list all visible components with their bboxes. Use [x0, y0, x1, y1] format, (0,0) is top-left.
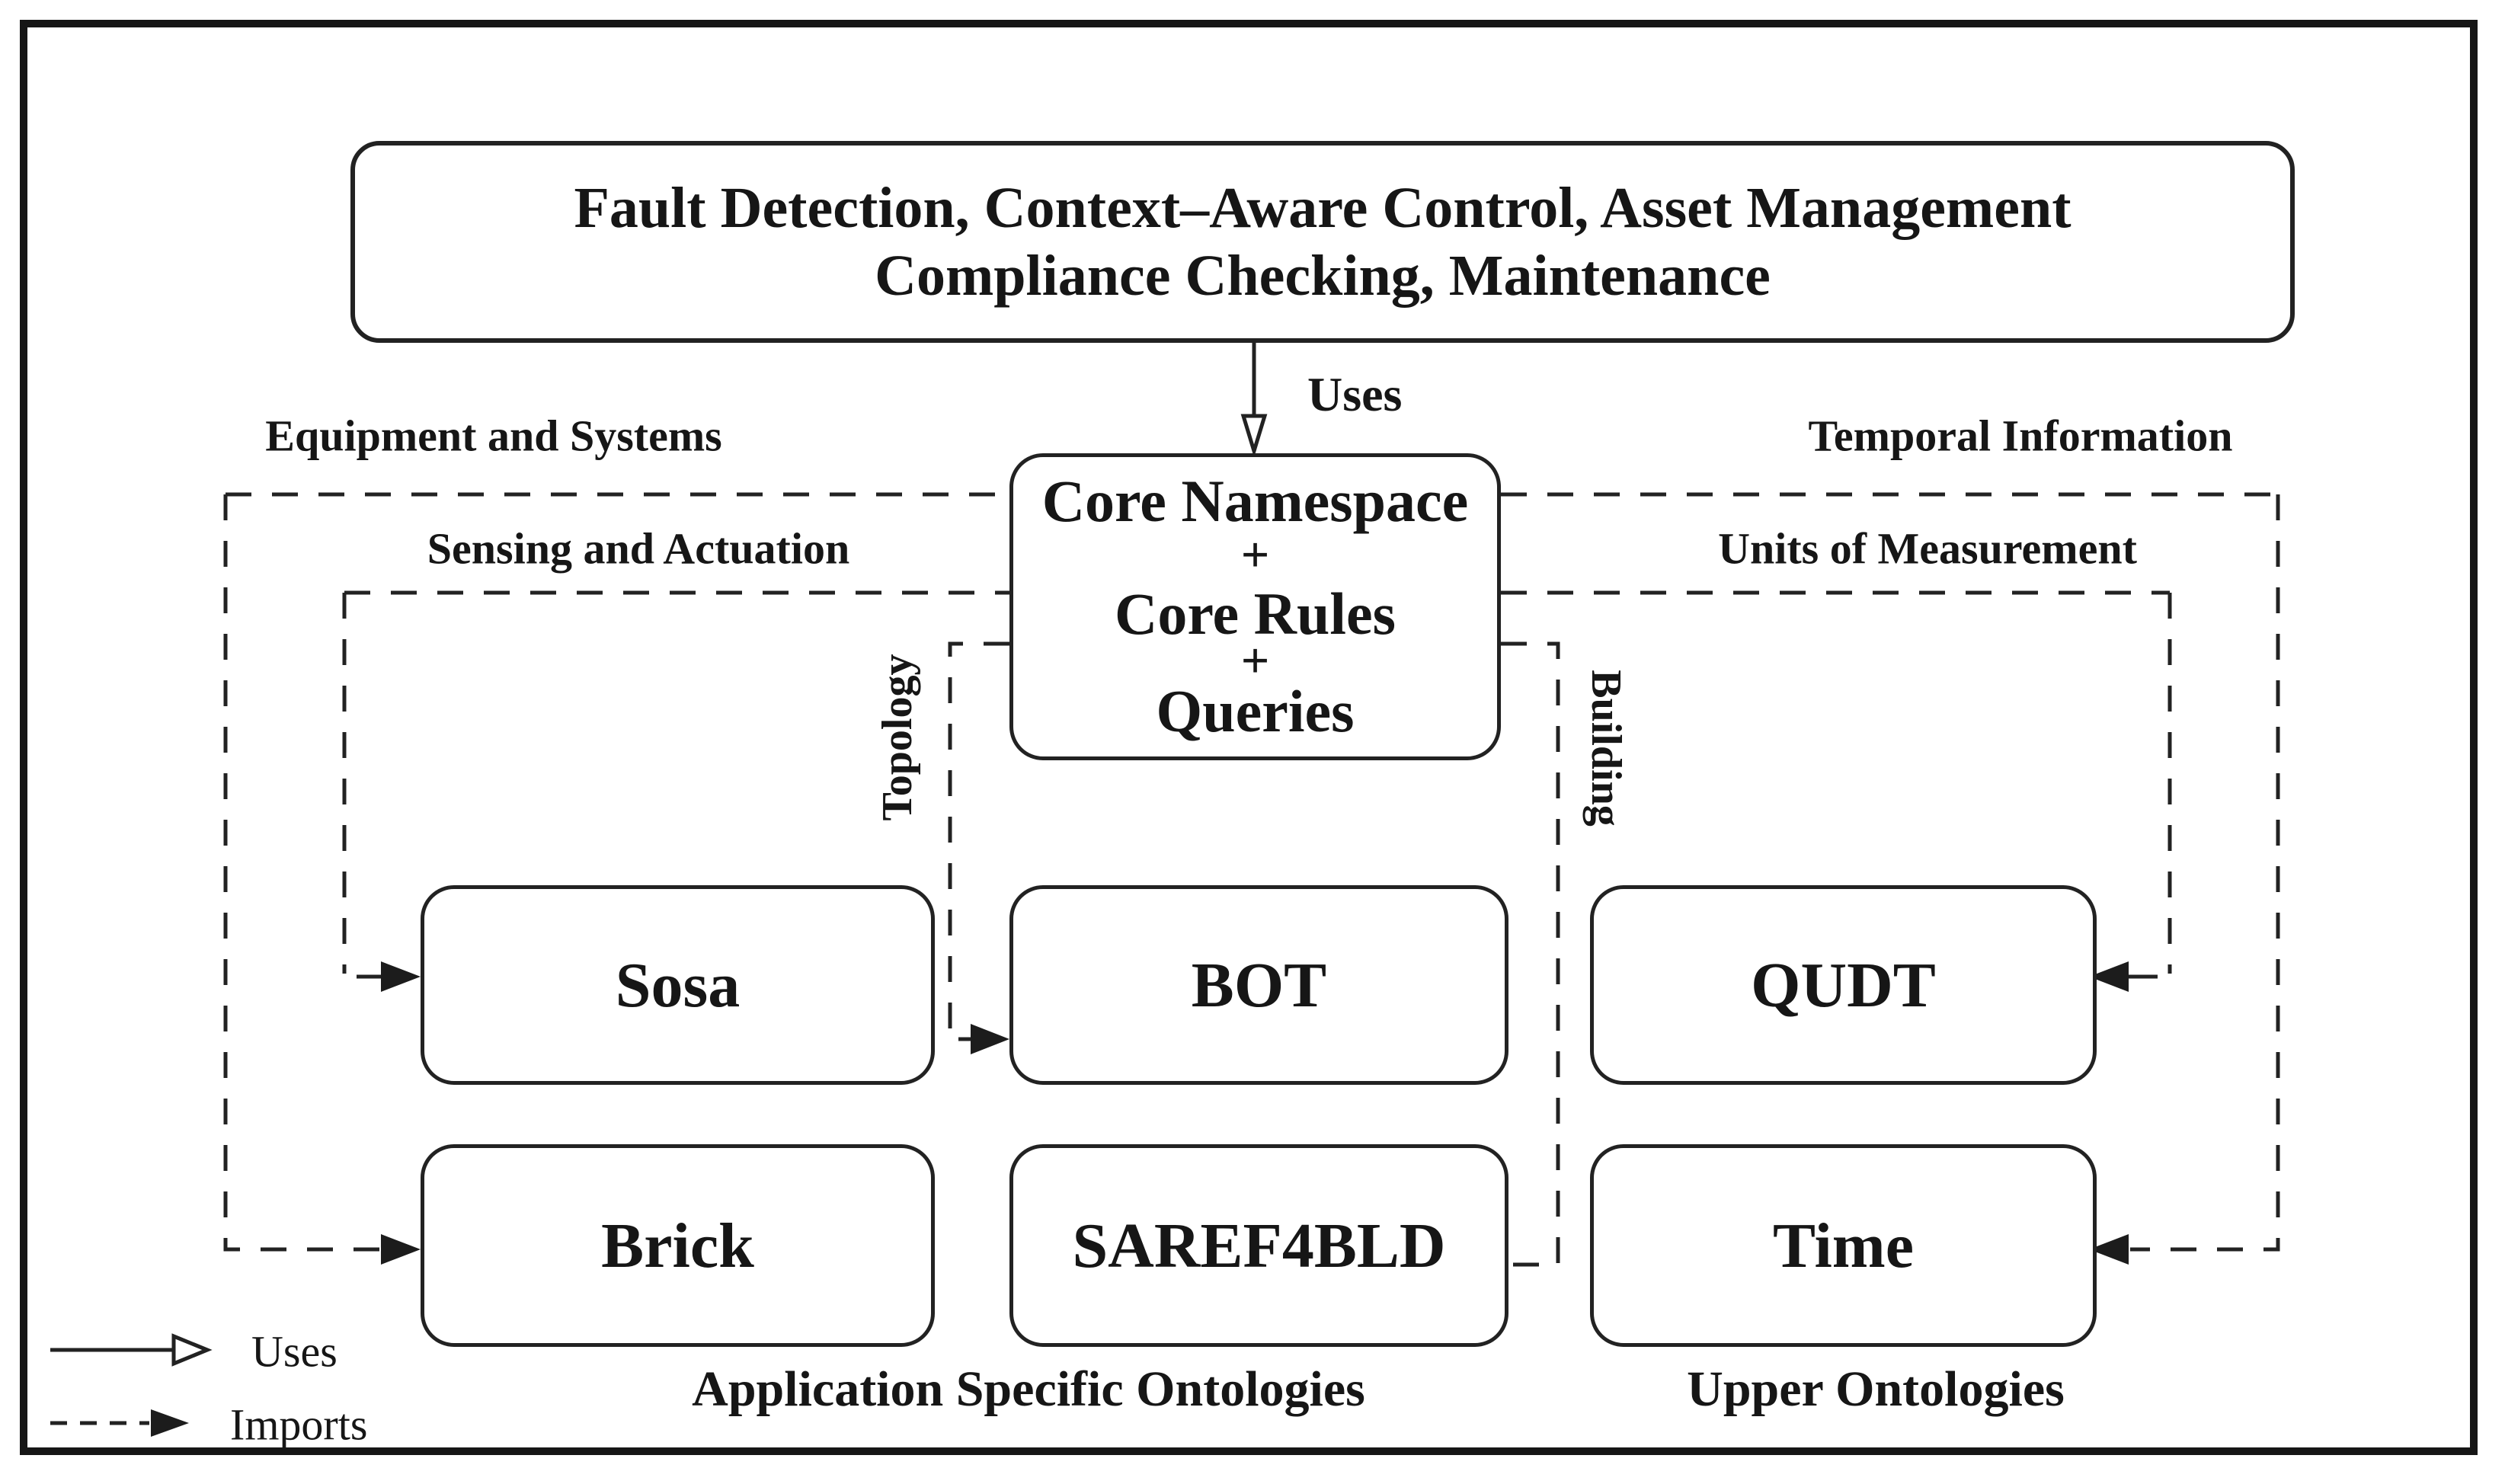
brick-box: Brick: [421, 1144, 935, 1347]
temporal-region-right-rail: [2130, 494, 2280, 1252]
core-box-namespace: Core Namespace: [1041, 468, 1469, 534]
qudt-import-arrowhead-icon: [2089, 961, 2129, 992]
time-import-arrowhead-icon: [2089, 1234, 2129, 1265]
building-region-label: Building: [1582, 670, 1630, 827]
applications-box-line1: Fault Detection, Context–Aware Control, …: [574, 176, 2072, 241]
core-box-queries: Queries: [1156, 678, 1355, 744]
applications-box-line2: Compliance Checking, Maintenance: [875, 243, 1771, 308]
legend-imports-arrowhead-icon: [151, 1409, 189, 1437]
bot-box: BOT: [1009, 885, 1508, 1085]
time-box: Time: [1590, 1144, 2097, 1347]
qudt-box: QUDT: [1590, 885, 2097, 1085]
topology-region-label: Topology: [874, 654, 921, 821]
sosa-box-label: Sosa: [615, 949, 741, 1021]
equipment-systems-region-label: Equipment and Systems: [265, 411, 722, 461]
core-namespace-box: Core Namespace + Core Rules + Queries: [1009, 453, 1501, 760]
equipment-region-left-rail: [223, 494, 379, 1252]
saref4bld-box-label: SAREF4BLD: [1072, 1210, 1446, 1281]
bot-import-arrowhead-icon: [971, 1024, 1009, 1054]
legend-uses-label: Uses: [251, 1326, 338, 1377]
temporal-information-region-label: Temporal Information: [1808, 411, 2233, 461]
core-box-plus-1: +: [1240, 527, 1270, 583]
sosa-import-arrowhead-icon: [381, 961, 421, 992]
upper-ontologies-label: Upper Ontologies: [1687, 1361, 2065, 1417]
application-specific-ontologies-label: Application Specific Ontologies: [692, 1361, 1365, 1417]
uses-arrow-label: Uses: [1307, 367, 1403, 421]
sosa-box: Sosa: [421, 885, 935, 1085]
legend-uses-arrowhead-icon: [171, 1333, 213, 1367]
topology-rail: [948, 641, 1009, 1039]
saref4bld-box: SAREF4BLD: [1009, 1144, 1508, 1347]
sensing-actuation-region-label: Sensing and Actuation: [427, 523, 850, 574]
legend-imports-label: Imports: [230, 1399, 368, 1450]
uses-arrowhead-icon: [1240, 414, 1268, 458]
core-box-plus-2: +: [1240, 633, 1270, 689]
building-rail: [1501, 641, 1560, 1267]
core-box-rules: Core Rules: [1114, 580, 1396, 647]
brick-box-label: Brick: [601, 1210, 754, 1281]
brick-import-arrowhead-icon: [381, 1234, 421, 1265]
units-measurement-region-label: Units of Measurement: [1718, 523, 2137, 574]
qudt-box-label: QUDT: [1751, 949, 1936, 1021]
time-box-label: Time: [1772, 1210, 1915, 1281]
bot-box-label: BOT: [1191, 949, 1327, 1021]
applications-box: Fault Detection, Context–Aware Control, …: [350, 141, 2295, 343]
diagram-outer-border: [20, 20, 2478, 1455]
